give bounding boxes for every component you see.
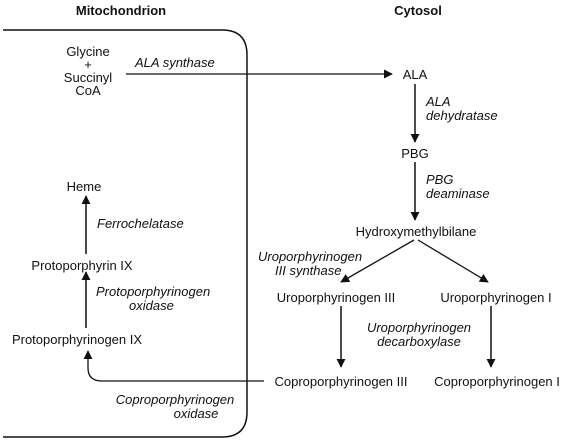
enzyme-pbg-deaminase-line2: deaminase <box>426 186 490 201</box>
metabolite-coproporphyrinogen-iii: Coproporphyrinogen III <box>274 374 408 389</box>
enzyme-ala-dehydratase-line1: ALA <box>426 94 451 109</box>
substrate-plus: + <box>84 57 92 72</box>
metabolite-ala: ALA <box>402 67 428 82</box>
heading-cytosol: Cytosol <box>394 3 442 18</box>
enzyme-copro-oxidase-line2: oxidase <box>173 406 219 421</box>
enzyme-proto-oxidase-line2: oxidase <box>129 298 174 313</box>
metabolite-uroporphyrinogen-i: Uroporphyrinogen I <box>440 290 552 305</box>
metabolite-uroporphyrinogen-iii: Uroporphyrinogen III <box>276 290 396 305</box>
metabolite-protoporphyrin-ix: Protoporphyrin IX <box>31 258 133 273</box>
arrow-to-uroporphyrinogen-i <box>417 239 489 283</box>
enzyme-uro-decarboxylase-line1: Uroporphyrinogen <box>366 320 472 335</box>
metabolite-protoporphyrinogen-ix: Protoporphyrinogen IX <box>11 332 143 347</box>
metabolite-hydroxymethylbilane: Hydroxymethylbilane <box>355 224 477 239</box>
enzyme-ferrochelatase: Ferrochelatase <box>97 216 184 231</box>
mitochondrion-compartment <box>3 29 248 438</box>
arrow-to-uroporphyrinogen-iii <box>340 239 415 283</box>
substrate-glycine: Glycine <box>66 44 110 59</box>
enzyme-uro-iii-synthase-line2: III synthase <box>275 263 342 278</box>
enzyme-ala-synthase: ALA synthase <box>135 55 215 70</box>
metabolite-pbg: PBG <box>401 146 429 161</box>
enzyme-uro-iii-synthase-line1: Uroporphyrinogen <box>258 249 363 264</box>
metabolite-heme: Heme <box>66 179 102 194</box>
enzyme-copro-oxidase-line1: Coproporphyrinogen <box>115 392 235 407</box>
enzyme-ala-dehydratase-line2: dehydratase <box>426 108 498 123</box>
heading-mitochondrion: Mitochondrion <box>75 3 167 18</box>
substrate-succinyl: Succinyl <box>63 70 113 85</box>
substrate-coa: CoA <box>75 83 101 98</box>
enzyme-proto-oxidase-line1: Protoporphyrinogen <box>96 284 211 299</box>
arrow-coproporphyrinogen-oxidase <box>83 350 264 382</box>
enzyme-uro-decarboxylase-line2: decarboxylase <box>377 334 461 349</box>
metabolite-coproporphyrinogen-i: Coproporphyrinogen I <box>434 374 560 389</box>
enzyme-pbg-deaminase-line1: PBG <box>426 172 454 187</box>
